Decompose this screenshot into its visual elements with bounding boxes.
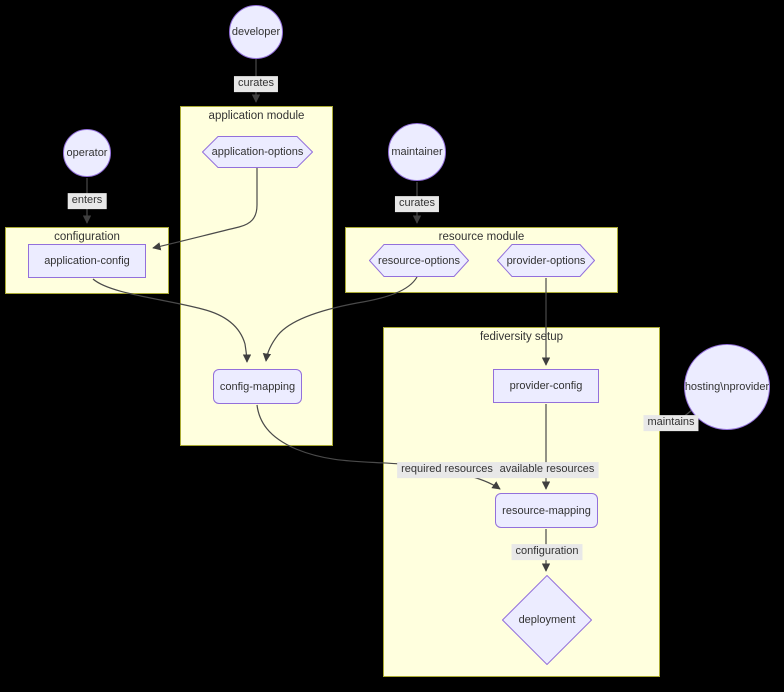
node-label: application-options (211, 146, 304, 158)
cluster-title: resource module (438, 231, 525, 243)
node-label: resource-mapping (502, 504, 591, 517)
node-label: deployment (518, 614, 576, 626)
edge-label-maintains: maintains (643, 415, 699, 431)
node-resource-mapping: resource-mapping (495, 493, 598, 528)
edge-label-curates-maintainer: curates (394, 196, 440, 212)
node-label: application-config (44, 255, 130, 267)
node-developer: developer (229, 5, 283, 59)
node-application-options: application-options (202, 136, 313, 168)
node-label: provider-options (506, 254, 586, 267)
edge-label-curates-developer: curates (233, 76, 279, 92)
node-resource-options: resource-options (369, 244, 469, 277)
node-label: developer (231, 26, 281, 38)
cluster-title: configuration (54, 231, 120, 243)
node-application-config: application-config (28, 244, 146, 278)
node-deployment: deployment (502, 575, 592, 665)
cluster-title: fediversity setup (479, 331, 564, 343)
diamond-shape (502, 575, 592, 665)
node-label: provider-config (509, 380, 583, 392)
edge-application-options-to-application-config (152, 168, 258, 251)
edge-label-enters: enters (67, 193, 107, 209)
node-label: resource-options (378, 254, 460, 267)
node-maintainer: maintainer (388, 123, 446, 181)
cluster-title: application module (208, 110, 305, 122)
node-label: config-mapping (219, 380, 296, 393)
edge-label-required-resources: required resources (397, 462, 497, 478)
edge-resource-options-to-config-mapping (262, 276, 418, 362)
node-label: hosting\nprovider (684, 381, 770, 393)
edge-label-configuration: configuration (511, 544, 583, 560)
hexagon-shape (202, 136, 313, 168)
hexagon-shape (369, 244, 469, 277)
node-config-mapping: config-mapping (213, 369, 302, 404)
node-label: maintainer (391, 146, 443, 158)
node-provider-config: provider-config (493, 369, 599, 403)
edge-application-config-to-config-mapping (92, 278, 252, 363)
node-provider-options: provider-options (497, 244, 595, 277)
node-operator: operator (63, 129, 111, 177)
edge-label-available-resources: available resources (495, 462, 599, 478)
node-label: operator (66, 147, 108, 159)
hexagon-shape (497, 244, 595, 277)
